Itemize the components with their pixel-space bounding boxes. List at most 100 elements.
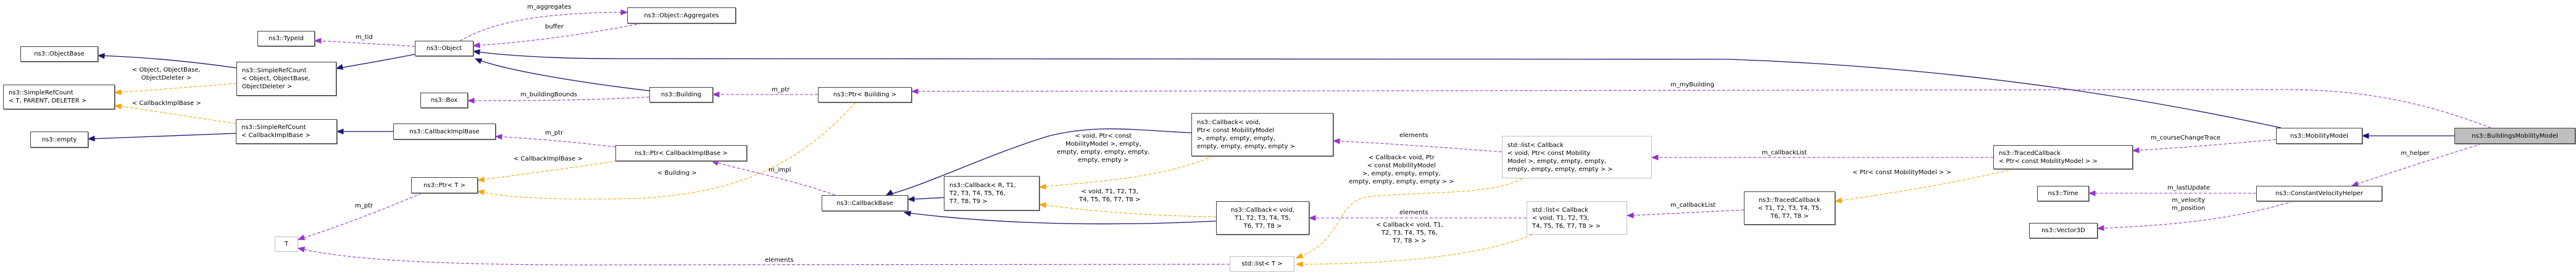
class-node-vector3d[interactable]: ns3::Vector3D bbox=[2029, 223, 2098, 238]
edge-label-m-buildingBounds: m_buildingBounds bbox=[520, 91, 577, 99]
arrowhead-icon bbox=[711, 160, 719, 166]
edge-label-m-ptr-building: m_ptr bbox=[772, 86, 790, 94]
edge-label-line: m_tid bbox=[356, 34, 373, 41]
usage-edge bbox=[298, 248, 1230, 266]
class-node-label: ns3::BuildingsMobilityModel bbox=[2472, 132, 2558, 140]
edge-label-line: < CallbackImplBase > bbox=[132, 100, 201, 107]
edge-label-line: elements bbox=[1399, 209, 1428, 216]
class-node-box[interactable]: ns3::Box bbox=[420, 93, 468, 108]
usage-edge bbox=[298, 193, 422, 240]
class-node-src-object[interactable]: ns3::SimpleRefCount< Object, ObjectBase,… bbox=[236, 62, 336, 96]
edge-label-m-ptr-cbimpl: m_ptr bbox=[545, 129, 563, 137]
edge-label-line: empty, empty > bbox=[1078, 157, 1129, 164]
class-node-label: ns3::MobilityModel bbox=[2290, 132, 2348, 140]
template-edge bbox=[1296, 234, 1533, 265]
class-node-ptr-cbimpl[interactable]: ns3::Ptr< CallbackImplBase > bbox=[615, 145, 747, 161]
usage-edge bbox=[2351, 143, 2482, 186]
class-node-callbackimplbase[interactable]: ns3::CallbackImplBase bbox=[393, 123, 496, 140]
edge-label-line: m_helper bbox=[2401, 150, 2430, 157]
class-node-label: ns3::ObjectBase bbox=[34, 51, 85, 57]
inheritance-edge bbox=[98, 55, 237, 69]
class-node-label: ns3::Callback< void, bbox=[1197, 119, 1261, 126]
edge-label-line: elements bbox=[765, 257, 794, 264]
class-node-buildingsmobilitymodel[interactable]: ns3::BuildingsMobilityModel bbox=[2454, 128, 2575, 144]
edge-label-line: m_callbackList bbox=[1670, 202, 1716, 209]
edge-label-line: m_callbackList bbox=[1762, 149, 1807, 156]
class-node-list-cb-void[interactable]: std::list< Callback< void, T1, T2, T3,T4… bbox=[1527, 201, 1627, 235]
class-node-traced-ptr[interactable]: ns3::TracedCallback< Ptr< const Mobility… bbox=[1993, 145, 2133, 169]
edge-label-m-impl: m_impl bbox=[769, 166, 791, 174]
edge-label-tpl-building: < Building > bbox=[657, 169, 697, 177]
class-node-label: T1, T2, T3, T4, T5, bbox=[1235, 214, 1291, 222]
edge-label-line: m_myBuilding bbox=[1670, 82, 1714, 88]
arrowhead-icon bbox=[314, 38, 322, 44]
edge-label-tpl-list-void: < Callback< void, T1,T2, T3, T4, T5, T6,… bbox=[1376, 221, 1443, 245]
template-edge bbox=[1296, 178, 1523, 259]
edge-label-m-aggregates: m_aggregates bbox=[527, 3, 571, 11]
inheritance-edge bbox=[904, 212, 1217, 225]
arrowhead-icon bbox=[1834, 197, 1843, 204]
class-node-label: < void, Ptr< const Mobility bbox=[1507, 149, 1591, 157]
class-node-ptr-t[interactable]: ns3::Ptr< T > bbox=[411, 177, 478, 193]
class-node-callback-ptr[interactable]: ns3::Callback< void,Ptr< const MobilityM… bbox=[1191, 113, 1333, 156]
inheritance-edge bbox=[88, 133, 236, 140]
edge-label-line: T4, T5, T6, T7, T8 > bbox=[1079, 196, 1141, 203]
usage-edge bbox=[1333, 140, 1503, 153]
class-node-t[interactable]: T bbox=[275, 236, 298, 252]
edge-label-tpl-cbimpl-ptr: < CallbackImplBase > bbox=[514, 155, 583, 163]
edge-label-line: m_lastUpdate bbox=[2167, 185, 2210, 191]
inheritance-edge bbox=[473, 51, 2282, 128]
edge-label-m-helper: m_helper bbox=[2401, 149, 2430, 157]
edge-label-line: m_velocity bbox=[2172, 197, 2206, 204]
class-node-traced-t[interactable]: ns3::TracedCallback< T1, T2, T3, T4, T5,… bbox=[1744, 191, 1835, 225]
class-node-label: ns3::Object::Aggregates bbox=[644, 12, 719, 19]
class-node-callback-r[interactable]: ns3::Callback< R, T1,T2, T3, T4, T5, T6,… bbox=[944, 176, 1040, 211]
arrowhead-icon bbox=[477, 189, 485, 196]
class-node-time[interactable]: ns3::Time bbox=[2037, 186, 2089, 201]
class-node-list-t[interactable]: std::list< T > bbox=[1230, 256, 1294, 272]
class-node-object[interactable]: ns3::Object bbox=[415, 41, 473, 56]
class-node-label: < void, T1, T2, T3, bbox=[1532, 214, 1590, 222]
arrowhead-icon bbox=[2132, 147, 2140, 154]
arrowhead-icon bbox=[712, 91, 720, 98]
class-node-typeid[interactable]: ns3::TypeId bbox=[257, 31, 315, 46]
edge-label-m-myBuilding: m_myBuilding bbox=[1670, 81, 1714, 89]
class-node-mobilitymodel[interactable]: ns3::MobilityModel bbox=[2276, 128, 2362, 144]
edge-label-elements-void: elements bbox=[1399, 209, 1428, 217]
arrowhead-icon bbox=[472, 42, 480, 49]
class-node-label: ns3::Time bbox=[2048, 190, 2078, 197]
class-node-callback-void[interactable]: ns3::Callback< void,T1, T2, T3, T4, T5,T… bbox=[1216, 201, 1309, 235]
class-node-label: ns3::CallbackBase bbox=[836, 199, 893, 207]
class-node-label: empty, empty, empty, empty > bbox=[1197, 143, 1295, 150]
class-node-cvh[interactable]: ns3::ConstantVelocityHelper bbox=[2256, 186, 2382, 201]
template-edge bbox=[1039, 204, 1217, 217]
class-node-label: < CallbackImplBase > bbox=[241, 132, 311, 139]
class-node-label: < T, PARENT, DELETER > bbox=[9, 98, 87, 104]
arrowhead-icon bbox=[1038, 183, 1046, 190]
inheritance-edge bbox=[336, 54, 415, 69]
class-node-list-cb-ptr[interactable]: std::list< Callback< void, Ptr< const Mo… bbox=[1502, 136, 1652, 178]
arrowhead-icon bbox=[336, 128, 344, 135]
usage-edge bbox=[473, 23, 643, 46]
template-edge bbox=[1835, 169, 2014, 202]
class-node-label: ns3::Callback< R, T1, bbox=[949, 182, 1016, 189]
class-node-ptr-building[interactable]: ns3::Ptr< Building > bbox=[818, 87, 912, 102]
edge-label-line: m_ptr bbox=[772, 86, 790, 93]
usage-edge bbox=[467, 96, 650, 101]
class-node-empty[interactable]: ns3::empty bbox=[30, 132, 88, 148]
edge-label-m-ptr-t: m_ptr bbox=[355, 202, 373, 210]
class-node-building[interactable]: ns3::Building bbox=[649, 87, 713, 102]
class-node-label: ns3::Building bbox=[661, 91, 702, 98]
class-node-objectbase[interactable]: ns3::ObjectBase bbox=[20, 46, 98, 62]
usage-edge bbox=[495, 136, 616, 148]
usage-edge bbox=[1627, 209, 1744, 216]
class-node-label: ns3::TypeId bbox=[269, 35, 304, 42]
class-node-callbackbase[interactable]: ns3::CallbackBase bbox=[822, 195, 908, 211]
class-node-aggregates[interactable]: ns3::Object::Aggregates bbox=[627, 7, 736, 23]
usage-edge bbox=[711, 161, 836, 196]
arrowhead-icon bbox=[297, 235, 306, 240]
class-node-src-t[interactable]: ns3::SimpleRefCount< T, PARENT, DELETER … bbox=[3, 85, 115, 109]
usage-edge bbox=[2097, 201, 2294, 229]
class-node-src-cbimpl[interactable]: ns3::SimpleRefCount< CallbackImplBase > bbox=[236, 119, 337, 144]
